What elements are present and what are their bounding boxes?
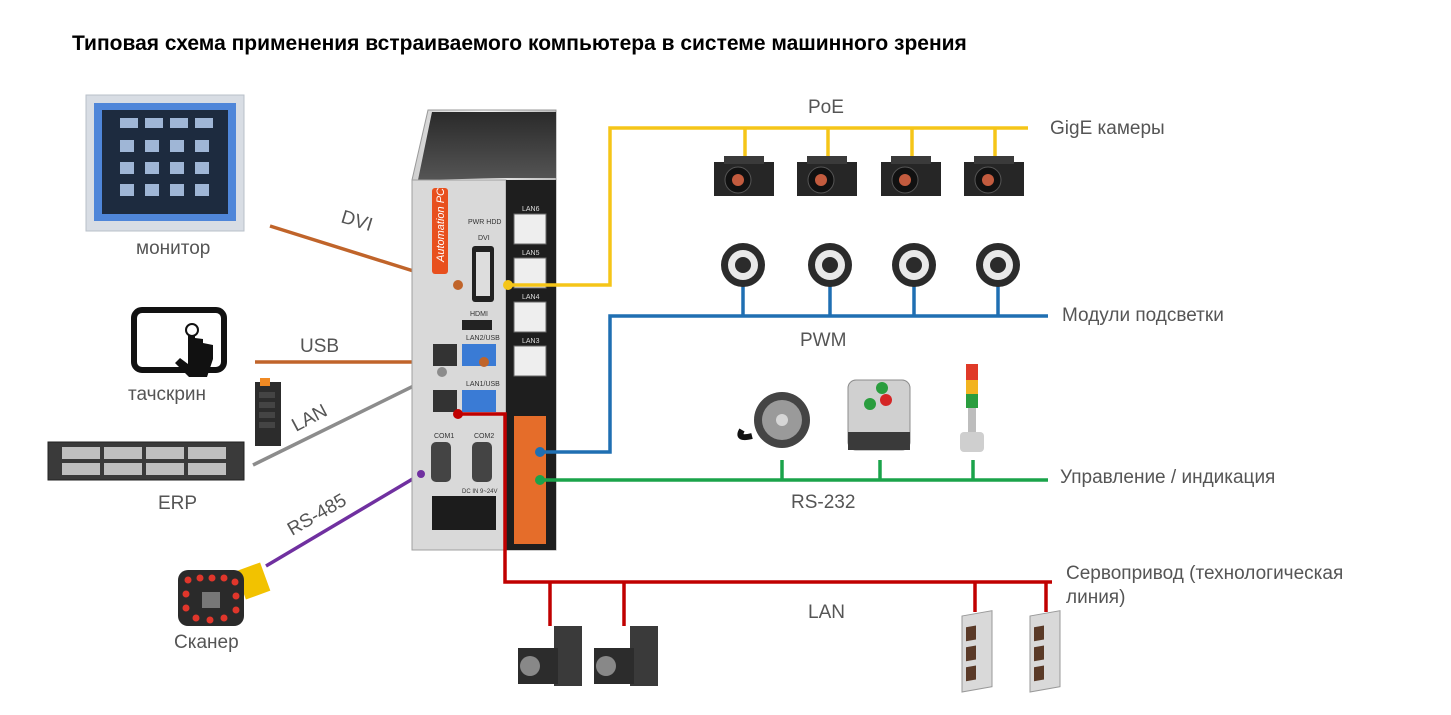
label-touchscreen: тачскрин: [128, 384, 207, 405]
touchscreen-icon: [131, 307, 227, 377]
diagram-title: Типовая схема применения встраиваемого к…: [72, 32, 967, 55]
erp-server-image: [47, 441, 245, 481]
control-button-box: [847, 379, 911, 451]
rs485-cable: [265, 472, 422, 568]
label-pwm: PWM: [800, 330, 847, 351]
port-label-lan1usb: LAN1/USB: [466, 381, 500, 388]
port-label-lan3: LAN3: [522, 338, 540, 345]
label-gige-cameras: GigE камеры: [1050, 118, 1165, 139]
port-label-lan2usb: LAN2/USB: [466, 335, 500, 342]
gige-cameras: [714, 156, 1024, 196]
port-label-dvi: DVI: [478, 235, 490, 242]
port-label-com1: COM1: [434, 433, 454, 440]
label-usb: USB: [300, 336, 340, 357]
signal-tower-image: [960, 364, 984, 452]
port-label-dcin: DC IN 9~24V: [462, 489, 498, 495]
label-rs485: RS-485: [284, 490, 350, 540]
monitor-image: [85, 94, 245, 232]
label-lan-bottom: LAN: [808, 602, 845, 623]
poe-bus: [508, 126, 1028, 287]
label-dvi: DVI: [339, 207, 375, 236]
port-label-pwr: PWR HDD: [468, 219, 501, 226]
label-lighting-modules: Модули подсветки: [1062, 305, 1224, 326]
servo-lan-bus: [458, 412, 1052, 584]
port-label-lan5: LAN5: [522, 250, 540, 257]
port-label-lan6: LAN6: [522, 206, 540, 213]
servo-motors: [518, 626, 658, 686]
embedded-computer: [411, 109, 557, 551]
network-switch-image: [255, 378, 281, 446]
label-scanner: Сканер: [174, 632, 239, 653]
encoder-image: [737, 392, 810, 448]
servo-drives: [961, 610, 1061, 693]
device-brand-label: Automation PC: [435, 188, 447, 263]
port-label-hdmi: HDMI: [470, 311, 488, 318]
ring-lights: [721, 243, 1020, 287]
label-monitor: монитор: [136, 238, 211, 259]
lan-cable-left: [252, 370, 443, 467]
port-label-lan4: LAN4: [522, 294, 540, 301]
label-rs232: RS-232: [791, 492, 856, 513]
port-label-com2: COM2: [474, 433, 494, 440]
label-control-indication: Управление / индикация: [1060, 467, 1276, 488]
label-servo: Сервопривод (технологическая линия): [1066, 563, 1344, 608]
label-erp: ERP: [158, 493, 198, 514]
label-poe: PoE: [808, 97, 844, 118]
scanner-image: [178, 562, 271, 626]
